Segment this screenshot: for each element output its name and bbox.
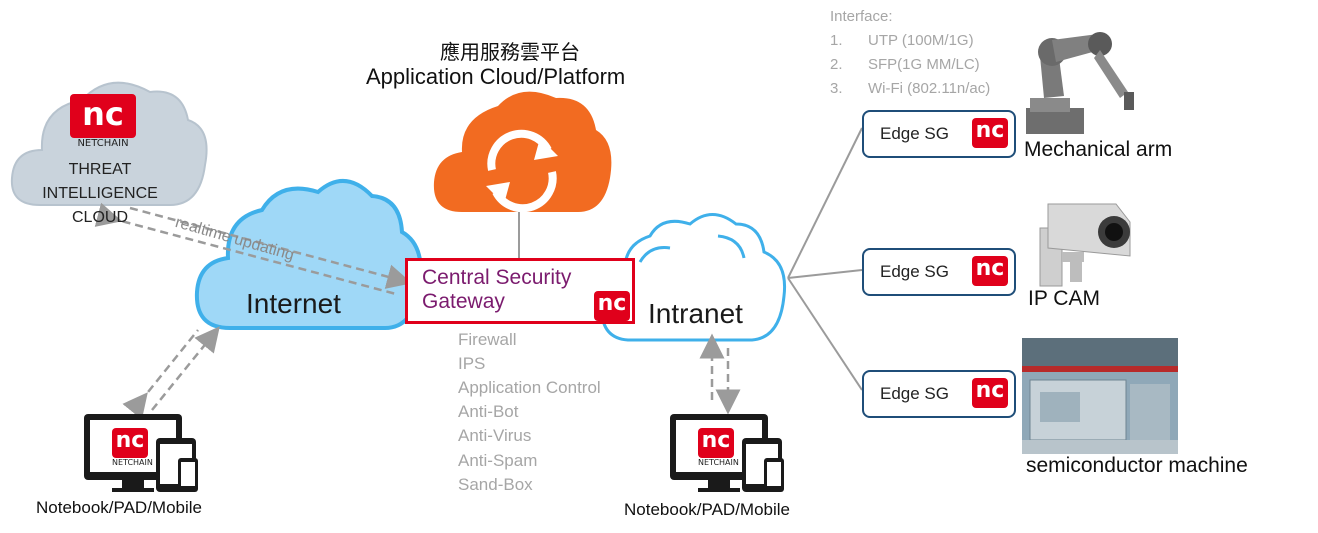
target-mechanical-arm: Mechanical arm xyxy=(1024,138,1173,161)
semiconductor-machine-photo xyxy=(1022,338,1178,454)
edge-sg-label-2: Edge SG xyxy=(880,262,949,281)
intranet-label: Intranet xyxy=(648,298,743,329)
right-device-label: Notebook/PAD/Mobile xyxy=(624,500,790,519)
edge-sg-label-3: Edge SG xyxy=(880,384,949,403)
interface-item-2: SFP(1G MM/LC) xyxy=(868,56,980,73)
threat-intel-label: THREAT INTELLIGENCE CLOUD xyxy=(10,158,190,230)
threat-intel-line2: CLOUD xyxy=(71,209,128,226)
interface-heading: Interface: xyxy=(830,8,893,25)
edge-sg-logo-1: nc xyxy=(972,118,1008,148)
right-device-logo: nc NETCHAIN xyxy=(698,428,739,467)
threat-intel-line1: THREAT INTELLIGENCE xyxy=(42,161,158,202)
left-device-label: Notebook/PAD/Mobile xyxy=(36,498,202,517)
platform-title-en: Application Cloud/Platform xyxy=(366,64,626,89)
right-device-arrows xyxy=(699,333,741,415)
edge-sg-logo-3: nc xyxy=(972,378,1008,408)
feature-sand-box: Sand-Box xyxy=(458,475,533,494)
interface-item-3-num: 3. xyxy=(830,80,843,97)
realtime-sync-arrows xyxy=(94,202,413,296)
feature-anti-bot: Anti-Bot xyxy=(458,402,519,421)
left-device-arrows xyxy=(122,326,220,420)
internet-label: Internet xyxy=(246,288,341,319)
target-semiconductor-machine: semiconductor machine xyxy=(1026,454,1248,477)
interface-item-1: UTP (100M/1G) xyxy=(868,32,974,49)
platform-title-cn: 應用服務雲平台 xyxy=(440,40,580,64)
gateway-logo: nc xyxy=(594,291,630,321)
nc-logo-brand: NETCHAIN xyxy=(698,458,739,467)
feature-anti-virus: Anti-Virus xyxy=(458,426,532,445)
edge-sg-logo-2: nc xyxy=(972,256,1008,286)
threat-cloud-shape xyxy=(10,81,208,206)
gateway-title-line2: Gateway xyxy=(422,290,505,313)
gateway-title: Central Security Gateway xyxy=(422,266,612,314)
nc-logo-brand: NETCHAIN xyxy=(112,458,153,467)
ip-cam-icon xyxy=(1039,203,1131,287)
mechanical-arm-icon xyxy=(1026,32,1134,134)
nc-logo-mark: nc xyxy=(594,291,630,321)
left-devices-icon xyxy=(84,414,198,492)
target-ip-cam: IP CAM xyxy=(1028,287,1100,310)
interface-item-2-num: 2. xyxy=(830,56,843,73)
sync-arrows-icon xyxy=(486,129,558,213)
nc-logo-mark: nc xyxy=(972,378,1008,408)
feature-firewall: Firewall xyxy=(458,330,517,349)
app-cloud-shape xyxy=(433,91,612,212)
left-device-logo: nc NETCHAIN xyxy=(112,428,153,467)
interface-item-1-num: 1. xyxy=(830,32,843,49)
nc-logo-mark: nc xyxy=(70,94,136,138)
feature-application-control: Application Control xyxy=(458,378,601,397)
gateway-title-line1: Central Security xyxy=(422,266,572,289)
nc-logo-mark: nc xyxy=(698,428,734,458)
nc-logo-mark: nc xyxy=(972,118,1008,148)
feature-ips: IPS xyxy=(458,354,486,373)
nc-logo-brand: NETCHAIN xyxy=(77,138,129,149)
feature-anti-spam: Anti-Spam xyxy=(458,451,538,470)
interface-item-3: Wi-Fi (802.11n/ac) xyxy=(868,80,991,97)
edge-links xyxy=(787,127,863,391)
netchain-logo: nc NETCHAIN xyxy=(70,94,136,149)
nc-logo-mark: nc xyxy=(112,428,148,458)
nc-logo-mark: nc xyxy=(972,256,1008,286)
edge-sg-label-1: Edge SG xyxy=(880,124,949,143)
